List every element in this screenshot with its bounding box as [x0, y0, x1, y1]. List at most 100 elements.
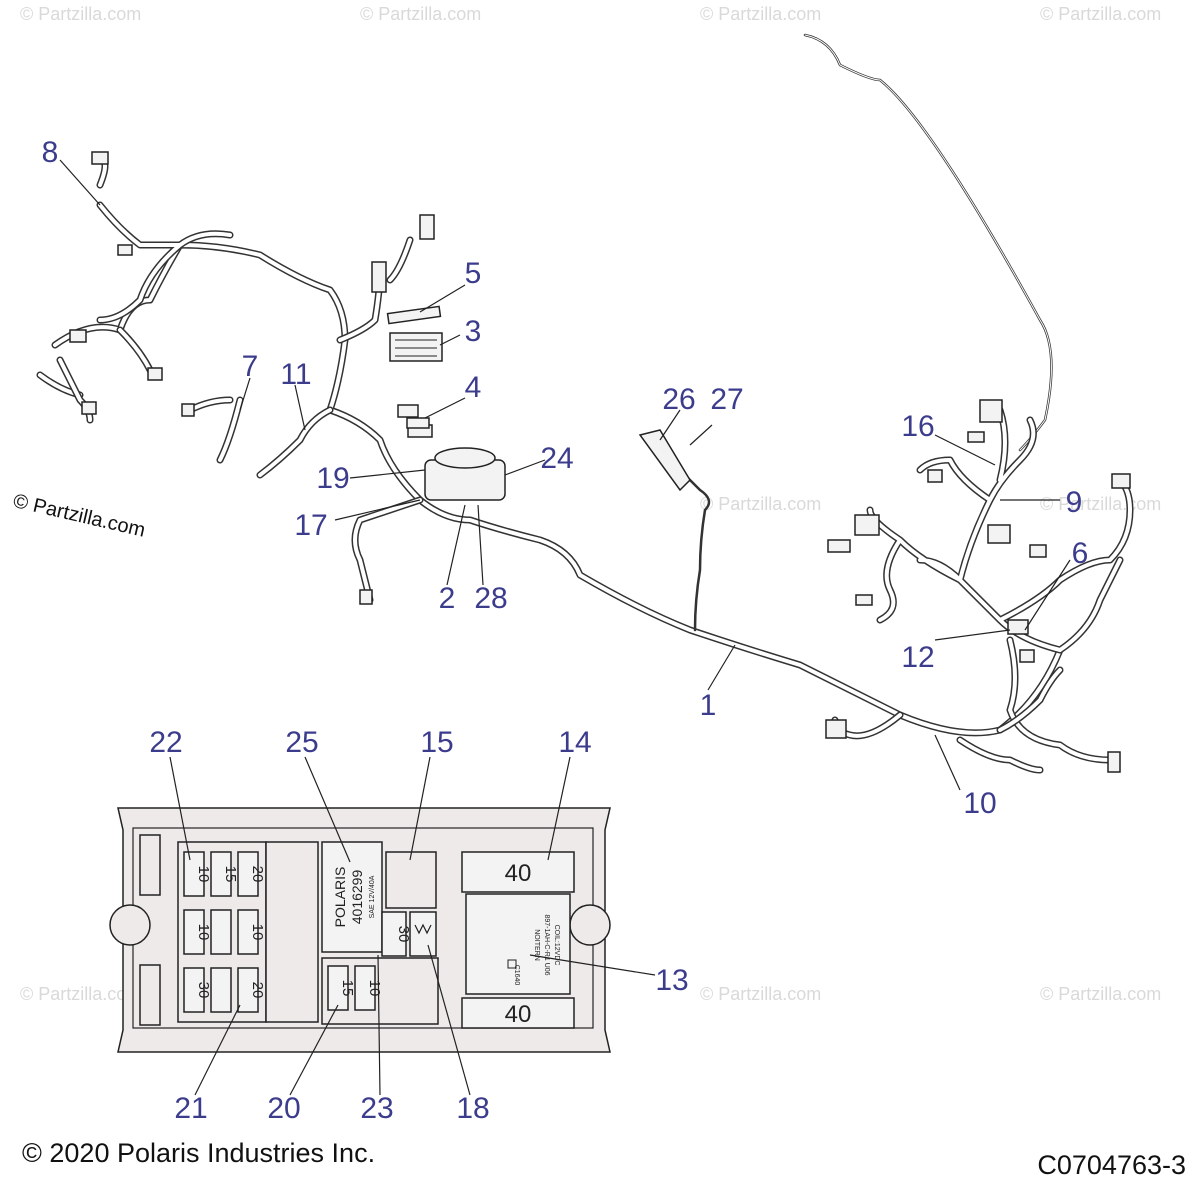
- connector-icon: [359, 589, 373, 605]
- maxi-fuse-top: [461, 851, 575, 893]
- maxi-fuse-rating: 40: [505, 860, 532, 887]
- fuse-row-1: 10 15 20: [183, 851, 266, 897]
- fuse-box-inset: 10 15 20 10 10 30 20 POLARIS 4016299 SAE…: [109, 807, 611, 1053]
- watermark-layer: © Partzilla.com © Partzilla.com © Partzi…: [20, 4, 1161, 1004]
- connectors: [69, 151, 1131, 773]
- connector-icon: [979, 399, 1003, 423]
- maxi-fuse-bottom: [461, 997, 575, 1029]
- mini-fuse: [210, 967, 232, 1013]
- inset-leader-lines: [169, 756, 656, 1096]
- callout-27: 27: [710, 383, 743, 416]
- connector-icon: [1111, 473, 1131, 489]
- module-part: [389, 332, 443, 362]
- callout-15: 15: [420, 726, 453, 759]
- callout-12: 12: [901, 641, 934, 674]
- connector-icon: [827, 539, 851, 553]
- fuse-rating: 15: [339, 980, 356, 997]
- watermark: © Partzilla.com: [360, 4, 481, 24]
- callout-2: 2: [439, 582, 456, 615]
- callout-23: 23: [360, 1092, 393, 1125]
- mount-boss: [569, 904, 611, 946]
- connector-icon: [1019, 649, 1035, 663]
- relay-label: 4016299: [349, 870, 365, 925]
- callout-19: 19: [316, 462, 349, 495]
- relay-13-label: NOITERN: [533, 929, 540, 961]
- relay-13: [465, 893, 571, 995]
- leader-lines: [59, 159, 1071, 791]
- callout-21: 21: [174, 1092, 207, 1125]
- diode-symbol: [414, 923, 432, 935]
- connector-icon: [69, 329, 87, 343]
- relay-13-label: 897-1AH-C-R1 U06: [543, 914, 550, 975]
- watermark: © Partzilla.com: [1040, 494, 1161, 514]
- fuse-rating: 10: [195, 866, 212, 883]
- mini-fuse: [354, 965, 376, 1011]
- label-part: [386, 305, 442, 325]
- connector-icon: [987, 524, 1011, 544]
- relay-25: [321, 841, 383, 953]
- relay-13-label: C1640: [513, 965, 520, 986]
- callout-26: 26: [662, 383, 695, 416]
- callout-28: 28: [474, 582, 507, 615]
- callout-7: 7: [242, 350, 259, 383]
- relay-label: POLARIS: [332, 867, 348, 928]
- fuse-row-3: 30 20: [183, 967, 266, 1013]
- callout-13: 13: [655, 964, 688, 997]
- connector-icon: [854, 514, 880, 536]
- connector-icon: [825, 719, 847, 739]
- connector-icon: [927, 469, 943, 483]
- callout-16: 16: [901, 410, 934, 443]
- mini-fuse: [183, 851, 205, 897]
- connector-icon: [117, 244, 133, 256]
- callout-22: 22: [149, 726, 182, 759]
- callout-4: 4: [465, 371, 482, 404]
- fuse-rating: 30: [395, 926, 412, 943]
- watermark: © Partzilla.com: [20, 984, 141, 1004]
- connector-icon: [419, 214, 435, 240]
- watermark: © Partzilla.com: [1040, 984, 1161, 1004]
- callout-1: 1: [700, 689, 717, 722]
- fuse-rating: 15: [222, 866, 239, 883]
- watermark: © Partzilla.com: [700, 4, 821, 24]
- mount-boss: [109, 904, 151, 946]
- right-harness-cluster: [830, 406, 1134, 774]
- mini-fuse: [210, 851, 232, 897]
- callout-18: 18: [456, 1092, 489, 1125]
- callout-5: 5: [465, 257, 482, 290]
- ground-lead: [638, 429, 711, 632]
- callout-10: 10: [963, 787, 996, 820]
- connector-icon: [91, 151, 109, 165]
- connector-icon: [855, 594, 873, 606]
- connector-icon: [397, 404, 419, 418]
- blank-cavity: [265, 841, 319, 1023]
- fuse-rating: 30: [195, 982, 212, 999]
- watermark: © Partzilla.com: [700, 984, 821, 1004]
- callout-25: 25: [285, 726, 318, 759]
- long-lead-wire: [803, 33, 1053, 452]
- fuse-rating: 10: [195, 924, 212, 941]
- watermark: © Partzilla.com: [700, 494, 821, 514]
- mini-fuse: [327, 965, 349, 1011]
- fuse-rating: 20: [249, 866, 266, 883]
- callout-17: 17: [294, 509, 327, 542]
- fuse-rating: 20: [249, 982, 266, 999]
- connector-icon: [371, 261, 387, 293]
- copyright-notice: © 2020 Polaris Industries Inc.: [22, 1138, 376, 1168]
- connector-icon: [81, 401, 97, 415]
- callout-11: 11: [280, 358, 311, 391]
- fuse-part: [406, 417, 430, 429]
- connector-icon: [147, 367, 163, 381]
- mini-fuse-30: [381, 911, 407, 957]
- mini-fuse: [237, 909, 259, 955]
- bracket-part: [638, 429, 691, 492]
- connector-icon: [967, 431, 985, 443]
- fuse-holder-lid: [434, 447, 496, 469]
- connector-icon: [1107, 751, 1121, 773]
- diode-18: [409, 911, 437, 957]
- watermark: © Partzilla.com: [20, 4, 141, 24]
- callout-3: 3: [465, 315, 482, 348]
- callouts: 1 2 3 4 5 6 7 8 9 10 11 12 13 14 15 16 1…: [42, 136, 1089, 1125]
- connector-icon: [1007, 619, 1029, 635]
- maxi-fuse-rating: 40: [505, 1001, 532, 1028]
